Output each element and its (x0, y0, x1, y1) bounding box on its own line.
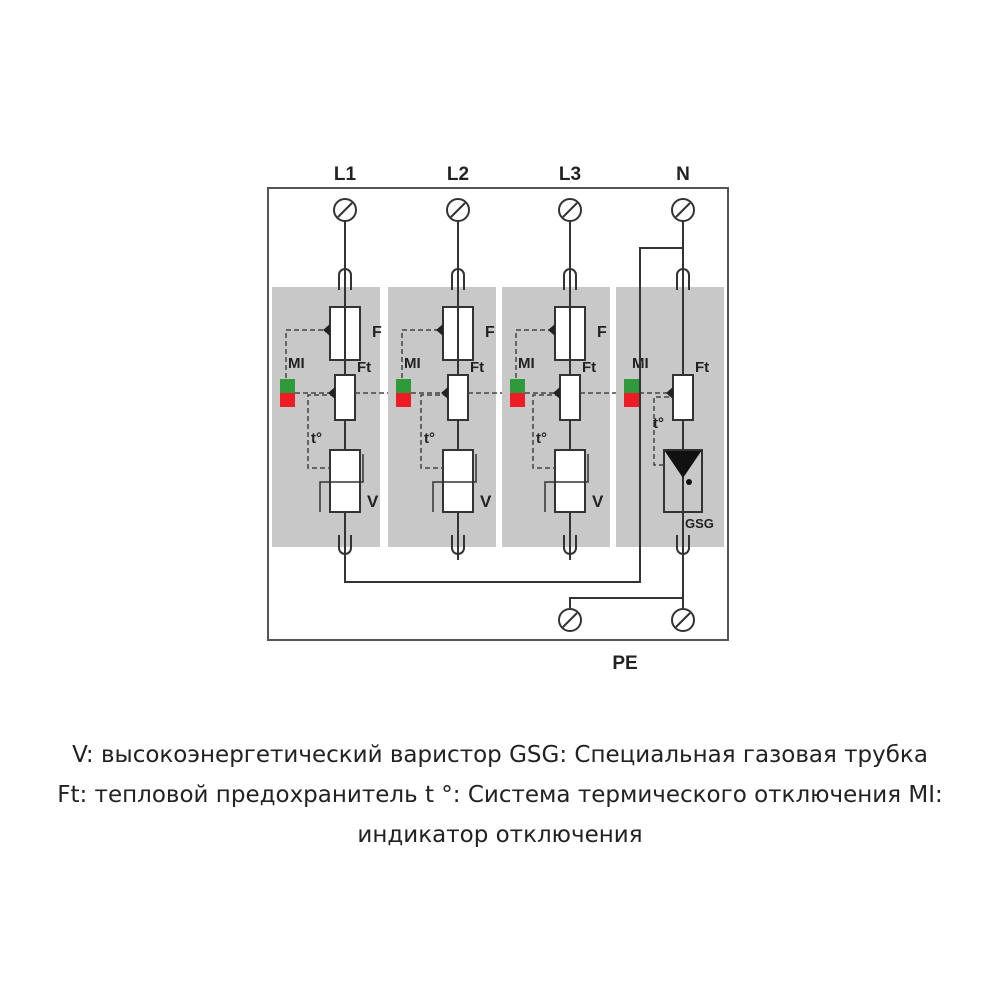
module-2: L2F Vt° Ft MI (388, 164, 510, 560)
indicator-green (624, 379, 639, 393)
label-f: F (597, 324, 607, 341)
terminal-label: L1 (334, 164, 357, 185)
label-t: t° (311, 430, 322, 447)
plug-contact-top (563, 268, 577, 290)
plug-contact-bottom (338, 535, 352, 555)
pe-wire (569, 597, 683, 608)
label-ft: Ft (695, 359, 709, 376)
thermal-fuse-ft (559, 374, 581, 421)
label-t: t° (653, 415, 664, 432)
plug-contact-bottom (676, 535, 690, 555)
caption-line-3: индикатор отключения (357, 822, 643, 848)
label-f: F (372, 324, 382, 341)
label-mi: MI (518, 355, 535, 372)
caption-line-2: Ft: тепловой предохранитель t °: Система… (57, 782, 943, 808)
varistor-slash (319, 454, 364, 512)
thermal-fuse-ft (672, 374, 694, 421)
indicator-red (280, 393, 295, 407)
thermal-fuse-ft (334, 374, 356, 421)
label-v: V (480, 492, 492, 511)
arrow-icon (666, 387, 673, 399)
label-v: V (592, 492, 604, 511)
plug-contact-bottom (451, 535, 465, 555)
terminal-screw-icon (333, 198, 357, 222)
indicator-green (396, 379, 411, 393)
label-ft: Ft (470, 359, 484, 376)
fuse-link-dashed (401, 329, 443, 378)
terminal-label: L2 (447, 164, 469, 185)
label-ft: Ft (357, 359, 371, 376)
module-1: L1F Vt° Ft MI (272, 164, 396, 560)
thermal-fuse-ft (447, 374, 469, 421)
module-3: L3F Vt° Ft MI (502, 164, 624, 560)
arrow-icon (328, 387, 335, 399)
pe-label: PE (612, 653, 637, 674)
indicator-red (624, 393, 639, 407)
arrow-icon (436, 324, 443, 336)
indicator-green (280, 379, 295, 393)
varistor-slash (544, 454, 589, 512)
terminal-screw-icon (671, 198, 695, 222)
screw-slot (562, 202, 578, 218)
arrow-icon (323, 324, 330, 336)
terminal-label: N (676, 164, 690, 185)
bus-wire (344, 247, 683, 583)
arrow-icon (553, 387, 560, 399)
screw-slot (450, 202, 466, 218)
varistor-v (329, 449, 361, 513)
caption-line-1: V: высокоэнергетический варистор GSG: Сп… (72, 742, 928, 768)
plug-contact-top (451, 268, 465, 290)
indicator-red (510, 393, 525, 407)
gas-tube-triangle (664, 450, 702, 478)
screw-slot (675, 202, 691, 218)
terminal-screw-icon (558, 198, 582, 222)
screw-slot (337, 202, 353, 218)
label-gsg: GSG (685, 516, 714, 531)
pe-terminal-2 (671, 608, 695, 632)
plug-contact-bottom (563, 535, 577, 555)
label-f: F (485, 324, 495, 341)
legend-caption: V: высокоэнергетический варистор GSG: Сп… (0, 735, 1000, 855)
plug-contact-top (338, 268, 352, 290)
module-panel (616, 287, 724, 547)
thermal-link-dashed (653, 396, 669, 466)
varistor-slash (432, 454, 477, 512)
plug-contact-top (676, 268, 690, 290)
terminal-screw-icon (446, 198, 470, 222)
enclosure-outline (267, 187, 729, 641)
spd-circuit-diagram: L1FVt°FtMIL2FVt°FtMIL3FVt°FtMINGSGt°FtMI… (267, 164, 729, 674)
label-mi: MI (404, 355, 421, 372)
gas-tube-gsg (663, 449, 703, 513)
arrow-icon (548, 324, 555, 336)
pe-terminal-1 (558, 608, 582, 632)
arrow-icon (441, 387, 448, 399)
label-t: t° (536, 430, 547, 447)
terminal-label: L3 (559, 164, 581, 185)
module-panel (272, 287, 380, 547)
varistor-v (554, 449, 586, 513)
indicator-green (510, 379, 525, 393)
indicator-red (396, 393, 411, 407)
fuse-link-dashed (285, 329, 330, 378)
gas-tube-dot (686, 479, 692, 485)
fuse-link-dashed (515, 329, 555, 378)
label-mi: MI (288, 355, 305, 372)
label-ft: Ft (582, 359, 596, 376)
varistor-v (442, 449, 474, 513)
label-t: t° (424, 430, 435, 447)
label-v: V (367, 492, 379, 511)
